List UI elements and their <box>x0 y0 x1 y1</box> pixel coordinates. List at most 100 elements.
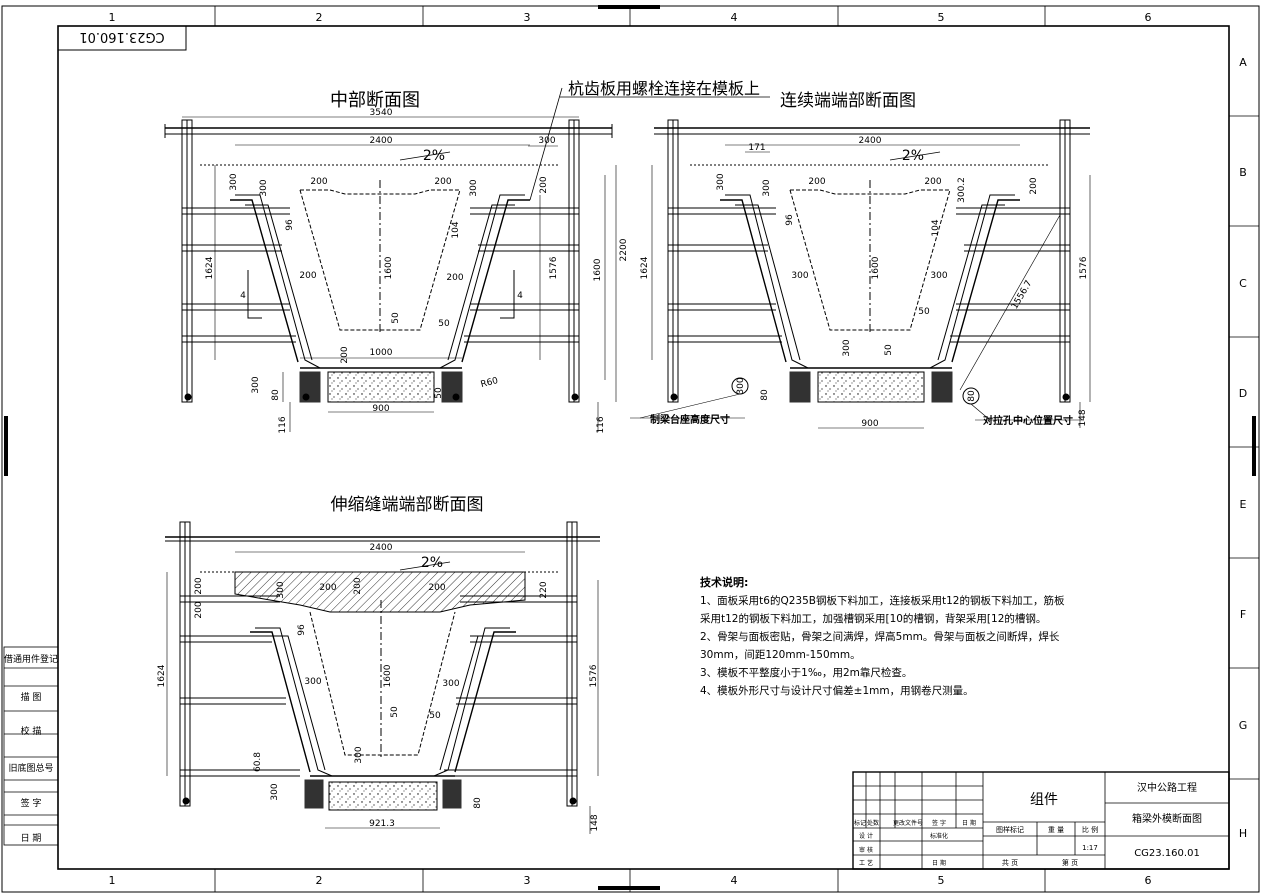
dim-text: 1624 <box>205 256 215 279</box>
dim-text: 200 <box>428 583 445 593</box>
view-title-expansion: 伸缩缝端端部断面图 <box>331 495 484 515</box>
view-expansion-end <box>165 521 600 834</box>
dim-text: 900 <box>861 419 878 429</box>
left-record-labels: 借通用件登记 描 图 校 描 旧底图总号 签 字 日 期 <box>4 653 58 844</box>
view-mid-section <box>164 87 770 432</box>
dim-text: 50 <box>391 312 401 324</box>
col-label: 6 <box>1145 874 1152 887</box>
row-label: E <box>1240 498 1247 511</box>
rev-header: 标记 <box>854 819 866 827</box>
dim-text: 2200 <box>619 238 629 261</box>
rev-header: 签 字 <box>932 819 946 827</box>
column-ruler <box>214 6 1259 892</box>
technical-notes: 技术说明: 1、面板采用t6的Q235B钢板下料加工，连接板采用t12的钢板下料… <box>700 574 1120 700</box>
col-label: 1 <box>109 11 116 24</box>
stage-label: 图样标记 <box>996 825 1024 834</box>
dim-text: 104 <box>451 221 461 238</box>
dim-text: 4 <box>517 291 523 301</box>
record-label: 旧底图总号 <box>8 762 53 774</box>
dim-text: 220 <box>539 581 549 598</box>
record-label: 签 字 <box>21 797 42 809</box>
dim-text: 1600 <box>384 256 394 279</box>
dim-text: 171 <box>748 143 765 153</box>
col-label: 1 <box>109 874 116 887</box>
row-label: C <box>1239 277 1247 290</box>
dim-text: 2400 <box>370 543 393 553</box>
dim-text: 104 <box>931 219 941 236</box>
dim-text: 300 <box>791 271 808 281</box>
dim-text: 96 <box>785 214 795 226</box>
left-record-block <box>3 646 59 846</box>
dim-text: 80 <box>760 389 770 401</box>
dim-text: 300 <box>762 179 772 196</box>
dim-text: 1624 <box>157 664 167 687</box>
dim-text: 50 <box>429 711 441 721</box>
dim-text: 200 <box>924 177 941 187</box>
rev-header: 日 期 <box>962 819 976 827</box>
dim-text: 300.2 <box>957 177 967 203</box>
rev-header: 处数 <box>867 819 879 827</box>
dim-text: 200 <box>340 346 350 363</box>
dim-text: 148 <box>1078 409 1088 426</box>
dim-text: 80 <box>271 389 281 401</box>
col-label: 3 <box>524 11 531 24</box>
center-mark-right <box>1252 416 1256 476</box>
dim-text: 300 <box>842 339 852 356</box>
project-name: 汉中公路工程 <box>1137 781 1197 794</box>
row-label: A <box>1239 56 1247 69</box>
view-continuous-labels: 连续端端部断面图 2400 171 2% 200 200 300 300 300… <box>640 91 1089 429</box>
dim-text: 1576 <box>589 664 599 687</box>
row-label: H <box>1239 827 1247 840</box>
dim-text: 300 <box>930 271 947 281</box>
weight-label: 重 量 <box>1048 826 1064 834</box>
dim-text: 1624 <box>640 256 650 279</box>
inner-border <box>57 25 1230 870</box>
dim-text: 50 <box>438 319 450 329</box>
col-label: 2 <box>316 11 323 24</box>
drawing-name: 箱梁外模断面图 <box>1132 812 1202 825</box>
note-line: 采用t12的钢板下料加工，加强槽钢采用[10的槽钢，背架采用[12的槽钢。 <box>700 613 1047 625</box>
title-block <box>852 771 1230 870</box>
row-labels: A B C D E F G H <box>1239 56 1248 840</box>
dim-text: 80 <box>473 797 483 809</box>
col-label: 5 <box>938 11 945 24</box>
row-label: G <box>1239 719 1248 732</box>
dim-text: 96 <box>285 219 295 231</box>
dim-text: 300 <box>229 173 239 190</box>
dim-text: 300 <box>304 677 321 687</box>
row-label: B <box>1239 166 1247 179</box>
dim-text: 200 <box>319 583 336 593</box>
design-label: 设 计 <box>859 832 873 840</box>
column-labels: 1 2 3 4 5 6 1 2 3 4 5 6 <box>109 11 1152 887</box>
dim-text: 1600 <box>383 664 393 687</box>
view-expansion-labels: 伸缩缝端端部断面图 2400 2% 200 200 200 200 300 20… <box>157 495 600 832</box>
dim-text: 1576 <box>549 256 559 279</box>
part-label: 组件 <box>1030 792 1058 808</box>
record-label: 描 图 <box>21 691 42 703</box>
dim-text: 300 <box>538 136 555 146</box>
drawing-no-top: CG23.160.01 <box>79 29 164 44</box>
dim-text: 300 <box>716 173 726 190</box>
slope-text: 2% <box>423 148 445 164</box>
bolt-note: 杭齿板用螺栓连接在模板上 <box>568 79 760 98</box>
note-line: 1、面板采用t6的Q235B钢板下料加工，连接板采用t12的钢板下料加工，筋板 <box>700 595 1065 607</box>
dim-text: 200 <box>299 271 316 281</box>
center-mark-top <box>598 5 660 9</box>
slope-text: 2% <box>421 555 443 571</box>
dim-text: 1000 <box>370 348 393 358</box>
dim-text: 80 <box>967 390 977 402</box>
record-label: 借通用件登记 <box>4 653 58 665</box>
dim-text: 2400 <box>370 136 393 146</box>
drawing-no-box <box>57 25 187 51</box>
dim-text: 200 <box>1029 177 1039 194</box>
pedestal-note: 制梁台座高度尺寸 <box>650 413 730 426</box>
dim-text: 60.8 <box>253 752 263 772</box>
dim-text: 50 <box>390 706 400 718</box>
dim-text: 1576 <box>1079 256 1089 279</box>
process-label: 工 艺 <box>859 859 873 867</box>
view-title-continuous: 连续端端部断面图 <box>780 91 916 111</box>
dim-text: 200 <box>808 177 825 187</box>
dim-text: 116 <box>278 416 288 433</box>
row-label: D <box>1239 387 1247 400</box>
